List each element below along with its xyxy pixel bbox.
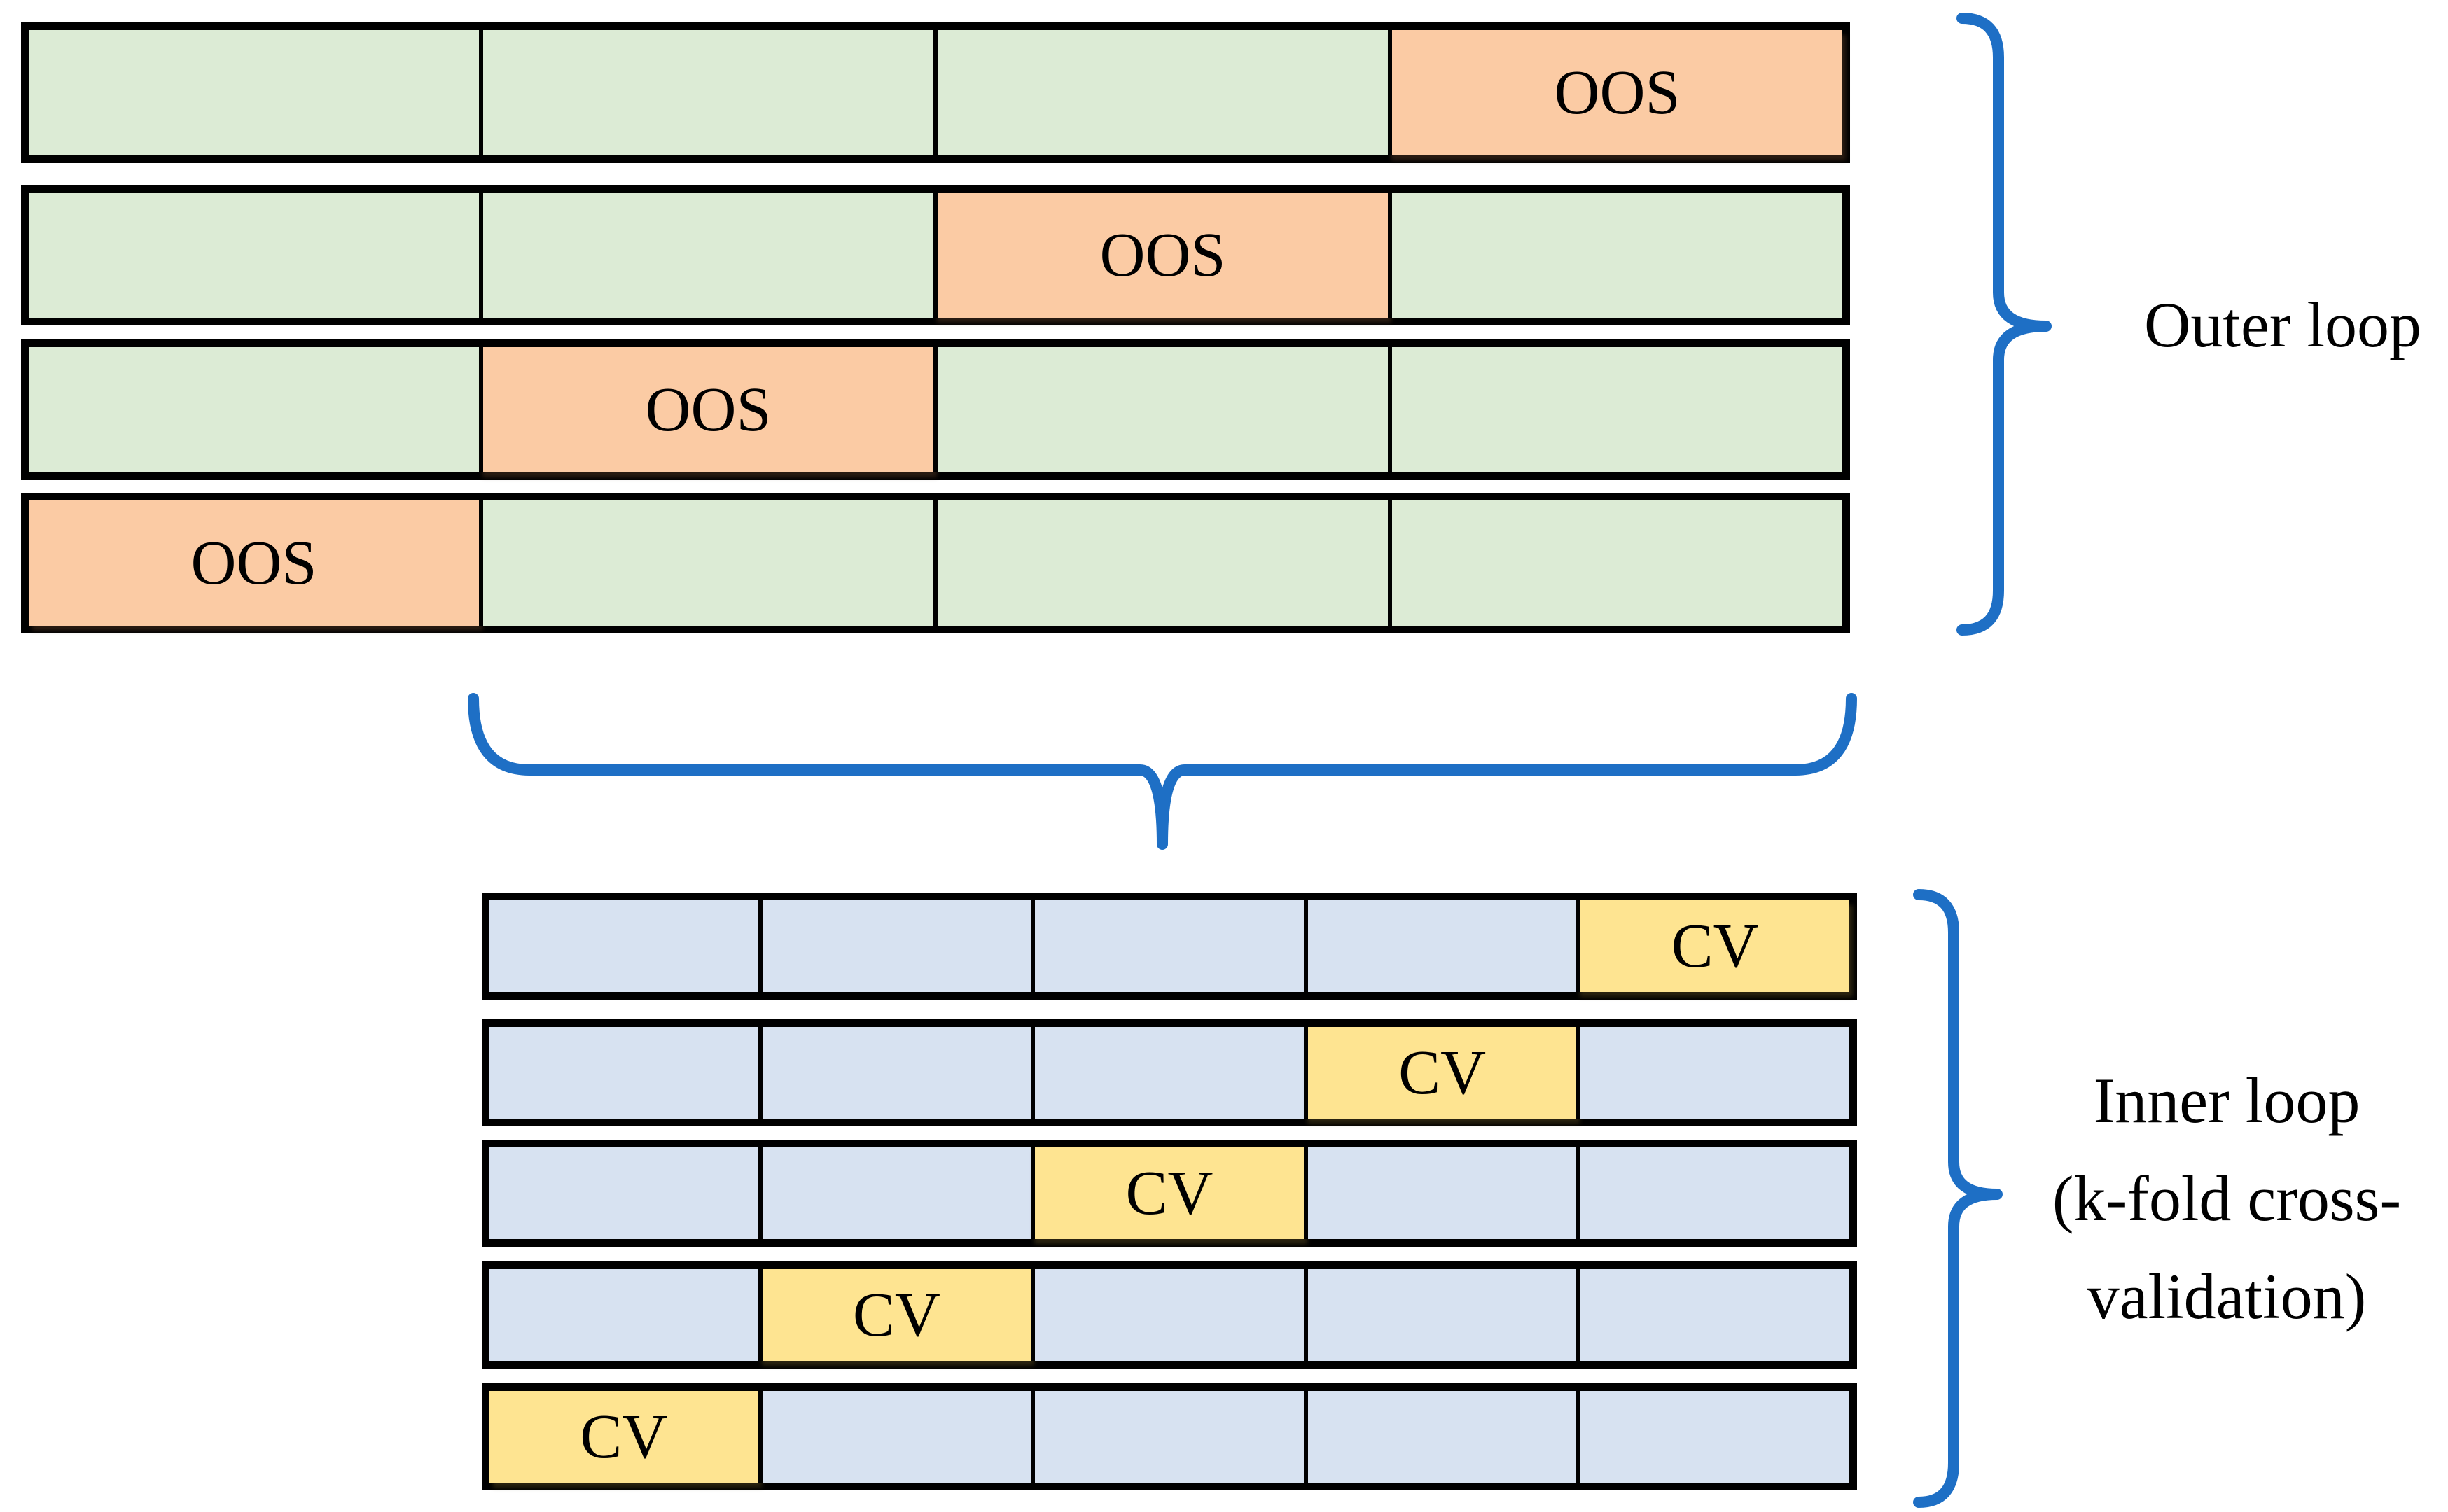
cv-cell: CV: [489, 1391, 758, 1483]
train-cell: [1576, 1027, 1849, 1119]
outer-to-inner-brace: [468, 693, 1857, 850]
train-cell: [489, 1147, 758, 1239]
outer-loop-label: Outer loop: [2143, 289, 2422, 360]
oos-cell: OOS: [479, 347, 933, 472]
train-cell: [489, 1027, 758, 1119]
inner-loop-brace: [1913, 889, 2003, 1508]
train-cell: [489, 1269, 758, 1361]
train-cell: [1576, 1391, 1849, 1483]
outer-loop-row-1: OOS: [21, 22, 1850, 163]
oos-cell: OOS: [1388, 30, 1842, 155]
train-cell: [1388, 500, 1842, 626]
oos-cell: OOS: [29, 500, 479, 626]
cv-cell: CV: [1303, 1027, 1577, 1119]
train-cell: [1303, 1269, 1577, 1361]
outer-loop-row-3: OOS: [21, 340, 1850, 480]
inner-loop-label-line-2: (k-fold cross-: [2052, 1163, 2402, 1234]
cv-cell: CV: [1576, 900, 1849, 992]
inner-loop-row-2: CV: [482, 1019, 1857, 1126]
train-cell: [1388, 192, 1842, 318]
inner-loop-label: Inner loop (k-fold cross- validation): [2017, 1051, 2437, 1345]
train-cell: [489, 900, 758, 992]
outer-loop-row-2: OOS: [21, 185, 1850, 326]
cv-cell: CV: [1031, 1147, 1304, 1239]
train-cell: [1576, 1269, 1849, 1361]
inner-loop-row-3: CV: [482, 1140, 1857, 1247]
inner-loop-row-5: CV: [482, 1383, 1857, 1490]
train-cell: [1031, 1027, 1304, 1119]
inner-loop-row-1: CV: [482, 892, 1857, 1000]
oos-cell: OOS: [933, 192, 1388, 318]
train-cell: [29, 192, 479, 318]
train-cell: [1576, 1147, 1849, 1239]
train-cell: [933, 347, 1388, 472]
inner-loop-label-line-3: validation): [2087, 1261, 2367, 1332]
cv-cell: CV: [758, 1269, 1031, 1361]
train-cell: [1303, 900, 1577, 992]
outer-loop-brace: [1956, 13, 2052, 636]
train-cell: [1031, 1391, 1304, 1483]
train-cell: [933, 500, 1388, 626]
train-cell: [1388, 347, 1842, 472]
train-cell: [1031, 900, 1304, 992]
train-cell: [758, 900, 1031, 992]
inner-loop-row-4: CV: [482, 1261, 1857, 1368]
train-cell: [29, 30, 479, 155]
train-cell: [479, 500, 933, 626]
train-cell: [1303, 1147, 1577, 1239]
train-cell: [1303, 1391, 1577, 1483]
train-cell: [758, 1391, 1031, 1483]
train-cell: [479, 192, 933, 318]
outer-loop-row-4: OOS: [21, 493, 1850, 634]
train-cell: [1031, 1269, 1304, 1361]
train-cell: [479, 30, 933, 155]
inner-loop-label-line-1: Inner loop: [2093, 1065, 2360, 1136]
train-cell: [758, 1027, 1031, 1119]
train-cell: [29, 347, 479, 472]
train-cell: [758, 1147, 1031, 1239]
train-cell: [933, 30, 1388, 155]
